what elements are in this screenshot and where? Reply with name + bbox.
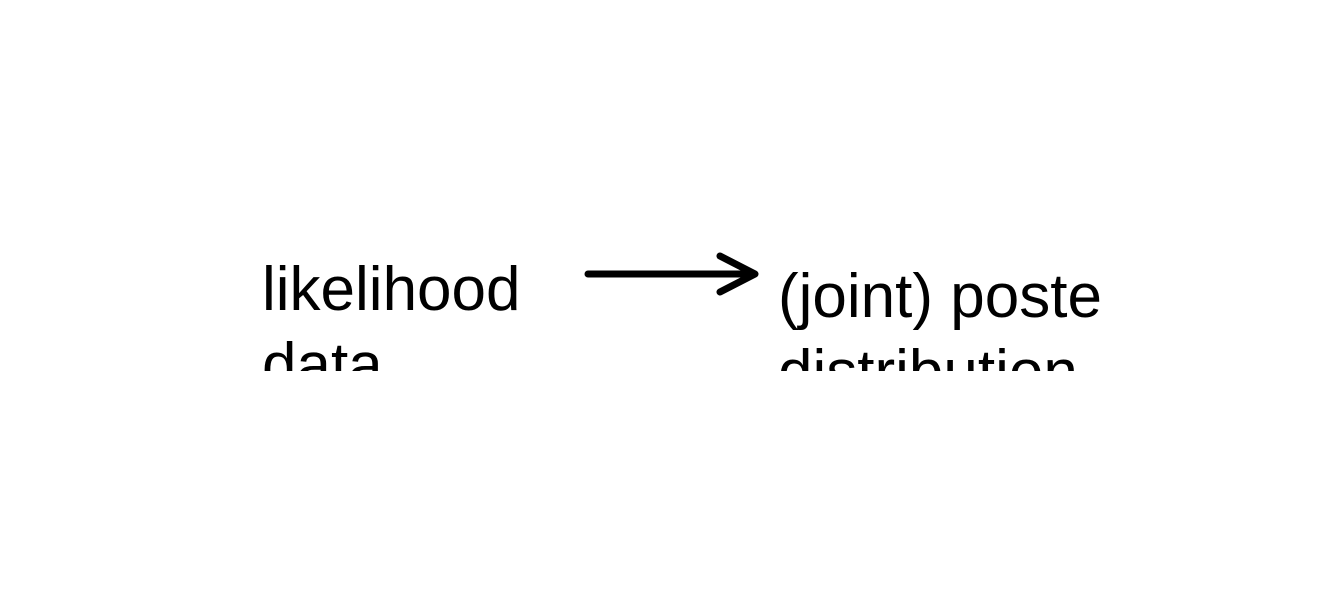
joint-posterior-node: (joint) poste distribution: [778, 259, 1114, 371]
node-text-line: likelihood: [262, 255, 521, 324]
node-text-line: data: [262, 331, 383, 371]
arrow-head: [716, 252, 759, 296]
likelihood-data-node: likelihood data: [262, 252, 572, 371]
node-text-line: distribution: [778, 335, 1114, 371]
right-arrow-icon: [584, 252, 759, 296]
node-text-line: (joint) poste: [778, 262, 1102, 331]
